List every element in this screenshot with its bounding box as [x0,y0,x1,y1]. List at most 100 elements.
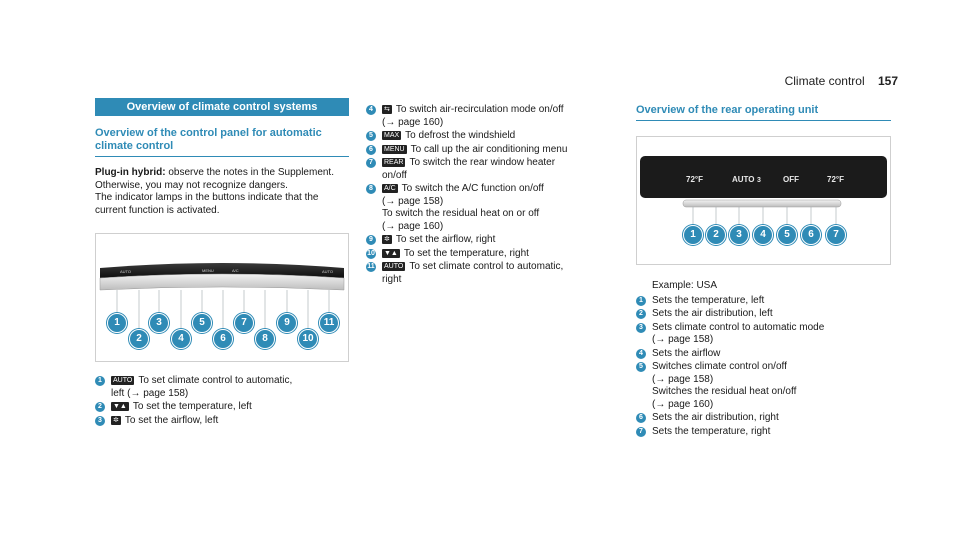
item-text: To call up the air conditioning menu [410,143,568,155]
item-text: Sets the airflow [652,347,721,359]
page-header: Climate control 157 [785,74,898,88]
rear-display-temp-left: 72°F [686,175,703,184]
rear-display-auto: AUTO [732,175,755,184]
chapter-title: Climate control [784,74,865,88]
item-text: left (→ page 158) [111,387,189,399]
item-text: To set the temperature, right [403,247,529,259]
rear-panel-svg: 72°F AUTO 3 OFF 72°F [640,156,887,226]
panel-top [100,263,344,278]
item-number-badge: 2 [636,309,646,319]
button-symbol-icon: AUTO [111,376,135,385]
item-number-badge: 4 [366,105,376,115]
item-number-badge: 8 [366,184,376,194]
panel-label: A/C [232,268,239,273]
callout-11: 11 [319,313,339,333]
list-item: 7 Sets the temperature, right [636,426,891,439]
item-number-badge: 7 [636,426,646,437]
item-text: (→ page 158) [652,334,714,345]
item-number-badge: 2 [95,402,105,412]
item-text: Switches the residual heat on/off [652,386,797,397]
item-number-badge: 5 [366,131,376,141]
callout-8: 8 [255,329,275,349]
callout-10: 10 [298,329,318,349]
rear-display-temp-right: 72°F [827,175,844,184]
example-label: Example: USA [652,280,718,291]
front-panel-svg: AUTO MENU A/C AUTO [99,263,345,330]
rear-subsection-title: Overview of the rear operating unit [636,104,891,121]
subsection-title: Overview of the control panel for automa… [95,127,349,157]
item-text: (→ page 158) [652,373,714,385]
hybrid-note-label: Plug-in hybrid: [95,167,166,178]
item-text: Sets the air distribution, right [652,412,779,423]
item-text: To set the airflow, right [395,234,496,245]
list-item: 3✲To set the airflow, left [95,415,349,428]
section-title: Overview of climate control systems [95,98,349,116]
item-number-badge: 3 [95,415,105,426]
panel-label: AUTO [322,269,333,274]
item-text: To set climate control to automatic, [138,375,293,386]
button-symbol-icon: AUTO [382,262,406,271]
item-text: Switches climate control on/off [652,361,787,372]
callout-7: 7 [234,313,254,333]
callout-1: 1 [683,225,703,245]
hybrid-note: Plug-in hybrid: observe the notes in the… [95,167,349,192]
item-number-badge: 6 [366,144,376,155]
callout-3: 3 [729,225,749,245]
rear-display-fan: 3 [757,177,761,184]
item-number-badge: 3 [636,322,646,333]
item-text: To set the temperature, left [132,401,252,412]
item-text: Sets the temperature, right [652,425,771,437]
item-text: To switch the residual heat on or off [382,208,540,219]
column-middle: 4 ⇆To switch air-recirculation mode on/of… [366,98,620,287]
callout-4: 4 [753,225,773,245]
front-items-list-2: 4 ⇆To switch air-recirculation mode on/of… [366,104,620,286]
button-symbol-icon: ⇆ [382,105,392,114]
item-text: (→ page 160) [382,220,444,232]
page-number: 157 [877,74,898,88]
item-number-badge: 4 [636,348,646,359]
list-item: 2 ▼▲To set the temperature, left [95,401,349,414]
item-text: To defrost the windshield [405,130,516,141]
item-text: right [382,273,402,285]
item-text: Sets the temperature, left [652,294,765,306]
callout-9: 9 [277,313,297,333]
rear-display [640,156,887,198]
list-item: 4 ⇆To switch air-recirculation mode on/of… [366,104,620,129]
item-number-badge: 1 [636,295,646,306]
panel-label: MENU [202,268,214,273]
button-symbol-icon: ▼▲ [382,248,400,258]
list-item: 1 Sets the temperature, left [636,295,891,308]
callout-4: 4 [171,329,191,349]
list-item: 9 ✲To set the airflow, right [366,234,620,247]
item-number-badge: 10 [366,248,376,259]
list-item: 10 ▼▲To set the temperature, right [366,248,620,261]
item-text: Sets climate control to automatic mode [652,321,825,333]
item-text: on/off [382,169,407,181]
callout-7: 7 [826,225,846,245]
item-text: To switch the rear window heater [409,157,556,168]
callout-6: 6 [213,329,233,349]
item-text: To switch the A/C function on/off [401,183,544,194]
item-number-badge: 7 [366,158,376,168]
button-symbol-icon: ✲ [382,235,392,244]
item-number-badge: 9 [366,235,376,245]
item-text: To switch air-recirculation mode on/off [395,104,564,115]
callout-6: 6 [801,225,821,245]
panel-switch-row [99,273,345,291]
list-item: 3 Sets climate control to automatic mode(… [636,322,891,347]
callout-2: 2 [129,329,149,349]
panel-label: AUTO [120,269,131,274]
button-symbol-icon: ▼▲ [111,402,129,411]
